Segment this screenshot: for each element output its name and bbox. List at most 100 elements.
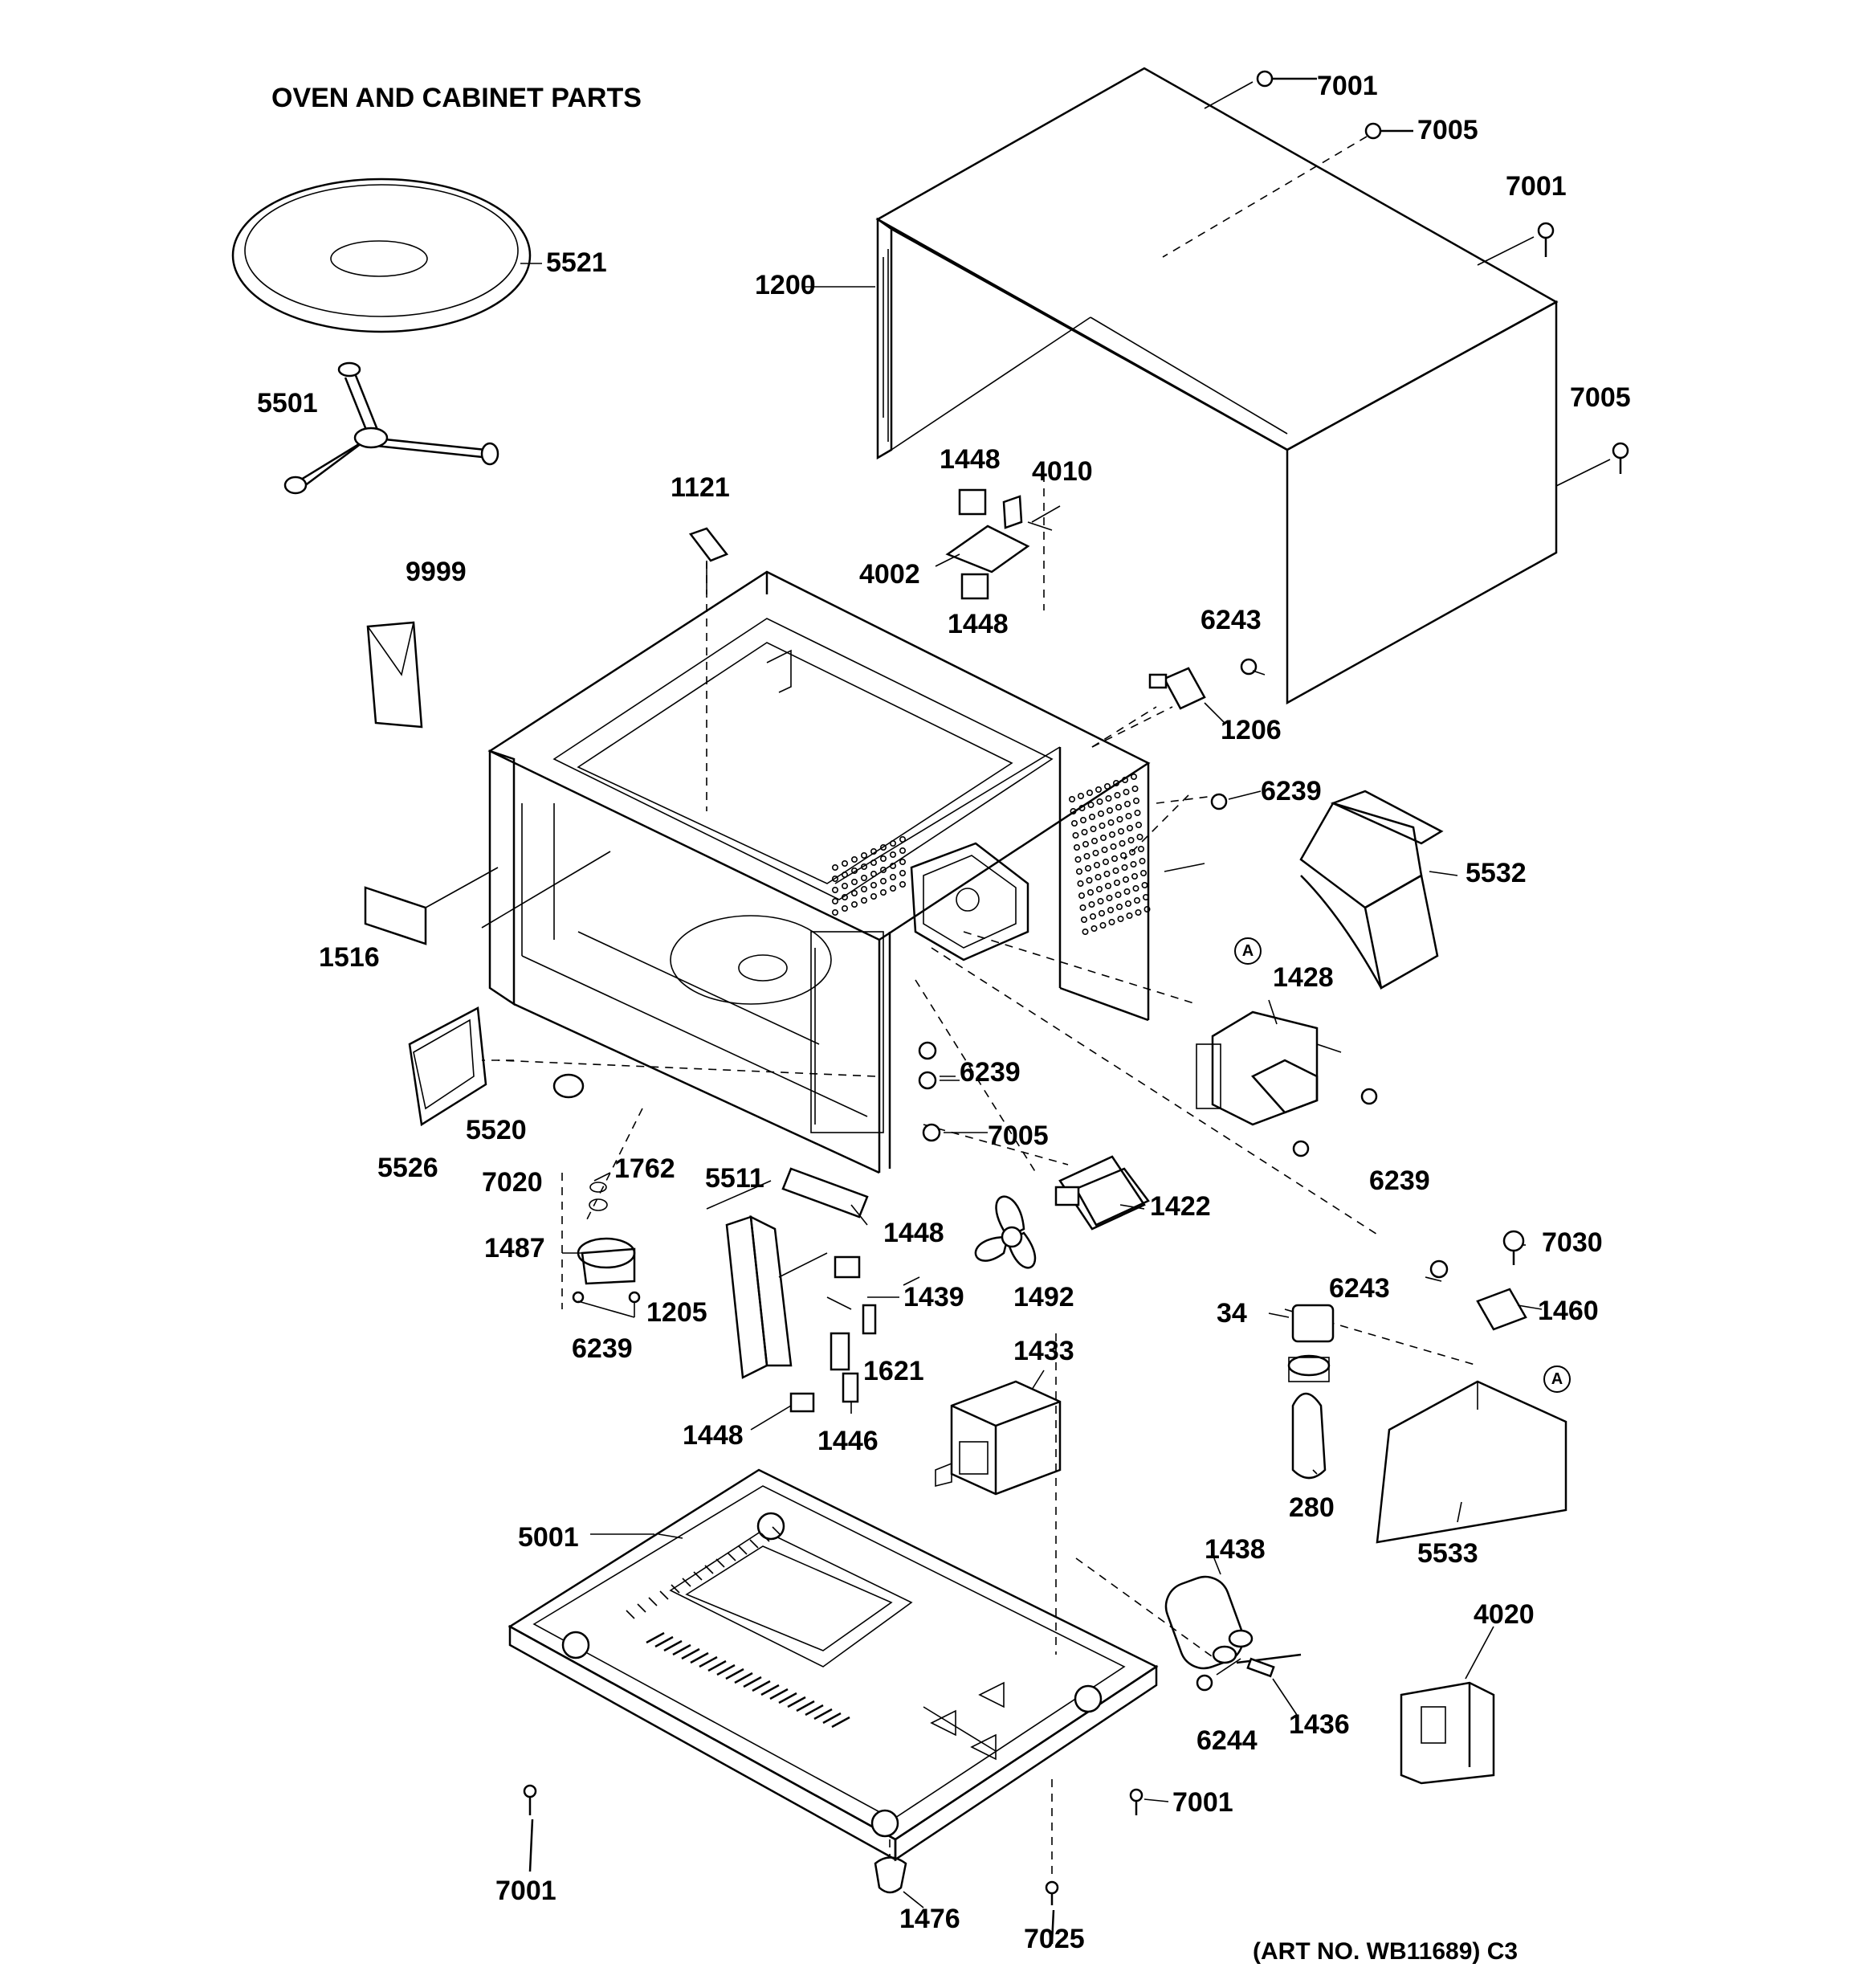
part-label-1476: 1476 — [899, 1904, 960, 1934]
vent-hole — [1125, 812, 1132, 819]
vent-hole — [1110, 843, 1117, 851]
part-label-4010: 4010 — [1032, 456, 1093, 487]
vent-slot — [716, 1663, 736, 1676]
vent-hole — [1139, 858, 1146, 865]
part-label-7005: 7005 — [1570, 382, 1631, 413]
part-label-1433: 1433 — [1013, 1336, 1074, 1366]
vent-hole — [899, 870, 907, 877]
vent-hole — [880, 844, 887, 851]
vent-hole — [832, 864, 839, 872]
vent-slot — [671, 1584, 680, 1594]
magnetron-mount-plate — [910, 842, 1029, 961]
hv-capacitor-1438 — [1164, 1575, 1254, 1670]
vent-hole — [1095, 874, 1102, 881]
vent-hole — [1092, 850, 1099, 857]
vent-hole — [1088, 901, 1095, 908]
vent-hole — [1116, 904, 1123, 911]
vent-hole — [1087, 801, 1095, 808]
small-parts-left — [408, 1006, 869, 1226]
vent-slot — [752, 1680, 771, 1692]
cavity-perforations — [832, 773, 1151, 936]
vent-hole — [1069, 795, 1076, 802]
vent-slot — [822, 1712, 842, 1725]
vent-hole — [1127, 837, 1135, 844]
part-label-1460: 1460 — [1538, 1296, 1599, 1326]
part-label-280: 280 — [1289, 1492, 1335, 1523]
vent-slot — [672, 1643, 691, 1656]
vent-hole — [861, 875, 868, 882]
vent-hole — [1077, 880, 1084, 888]
vent-hole — [890, 874, 897, 881]
vent-slot — [749, 1539, 759, 1549]
part-label-1422: 1422 — [1150, 1191, 1211, 1222]
vent-slot — [707, 1659, 727, 1672]
part-label-1206: 1206 — [1221, 715, 1282, 745]
vent-hole — [1126, 912, 1133, 920]
vent-hole — [870, 893, 878, 900]
vent-slot — [659, 1590, 669, 1600]
vent-hole — [1078, 804, 1086, 811]
part-label-5526: 5526 — [377, 1153, 438, 1183]
part-label-6239: 6239 — [1261, 776, 1322, 806]
vent-hole — [870, 848, 878, 855]
waveguide-cover-5532 — [1299, 790, 1458, 990]
part-label-1205: 1205 — [646, 1297, 707, 1328]
vent-hole — [1099, 922, 1107, 929]
part-label-1762: 1762 — [614, 1153, 675, 1184]
vent-hole — [1095, 786, 1103, 793]
vent-hole — [842, 872, 849, 879]
vent-slot — [699, 1655, 718, 1668]
roller-ring — [283, 361, 499, 495]
vent-hole — [1125, 900, 1132, 908]
screw-6244 — [1196, 1658, 1241, 1692]
vent-slot — [693, 1571, 703, 1581]
vent-hole — [1123, 876, 1130, 884]
vent-hole — [851, 901, 858, 908]
vent-hole — [1134, 809, 1141, 816]
vent-hole — [1108, 919, 1115, 926]
cavity-screws — [918, 1041, 988, 1142]
vent-hole — [870, 871, 878, 878]
part-label-7001: 7001 — [1172, 1787, 1233, 1818]
part-label-7001: 7001 — [495, 1876, 556, 1906]
vent-hole — [1080, 816, 1087, 823]
part-label-6239: 6239 — [572, 1333, 633, 1364]
vent-hole — [851, 890, 858, 897]
vent-hole — [1138, 846, 1145, 853]
vent-hole — [1078, 792, 1085, 799]
vent-hole — [1103, 859, 1110, 866]
vent-slot — [831, 1716, 850, 1729]
part-label-1439: 1439 — [903, 1282, 964, 1312]
vent-hole — [1106, 895, 1113, 902]
vent-slot — [715, 1558, 725, 1568]
vent-hole — [1119, 840, 1126, 847]
vent-slot — [690, 1651, 709, 1664]
vent-hole — [832, 887, 839, 894]
vent-slot — [682, 1578, 691, 1587]
turntable-motor-1487 — [572, 1182, 641, 1304]
vent-hole — [832, 909, 839, 916]
vent-hole — [1123, 788, 1130, 795]
part-label-1446: 1446 — [817, 1426, 879, 1456]
hv-diode-1436 — [1236, 1653, 1302, 1716]
diagram-title: OVEN AND CABINET PARTS — [271, 83, 642, 113]
vent-slot — [648, 1597, 658, 1606]
part-label-1448: 1448 — [940, 444, 1001, 475]
part-label-1487: 1487 — [484, 1233, 545, 1263]
vent-slot — [646, 1631, 665, 1644]
vent-hole — [1114, 791, 1121, 798]
vent-hole — [1107, 907, 1115, 914]
vent-hole — [1120, 852, 1127, 859]
part-label-1436: 1436 — [1289, 1709, 1350, 1740]
vent-hole — [1091, 838, 1099, 845]
part-label-1492: 1492 — [1013, 1282, 1074, 1312]
part-label-7001: 7001 — [1506, 171, 1567, 202]
vent-hole — [1105, 794, 1112, 802]
vent-slot — [654, 1635, 674, 1648]
vent-hole — [861, 863, 868, 871]
vent-hole — [832, 876, 839, 883]
turntable-tray — [231, 178, 542, 333]
label-strip — [364, 867, 499, 945]
vent-hole — [861, 886, 868, 893]
